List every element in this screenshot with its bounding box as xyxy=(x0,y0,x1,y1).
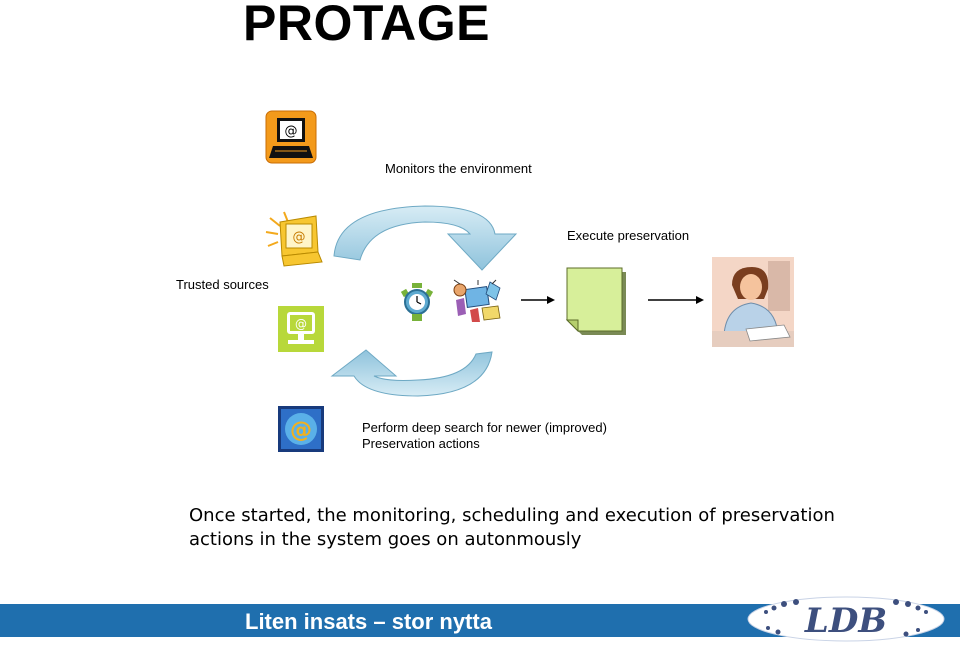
green-monitor-at-icon: @ xyxy=(278,306,324,352)
woman-at-desk-icon xyxy=(712,257,794,347)
logo-text: LDB xyxy=(804,601,887,641)
arrow-right-1-icon xyxy=(521,296,555,304)
trusted-sources-label: Trusted sources xyxy=(176,277,269,292)
search-label-line1: Perform deep search for newer (improved) xyxy=(362,420,607,435)
caption-line1: Once started, the monitoring, scheduling… xyxy=(189,505,835,526)
arrow-right-2-icon xyxy=(648,296,704,304)
ldb-logo-icon: LDB xyxy=(747,596,945,642)
caption: Once started, the monitoring, scheduling… xyxy=(189,504,835,551)
curved-arrow-bottom-icon xyxy=(330,349,493,397)
curved-arrow-top-icon xyxy=(333,205,518,271)
sun-computer-at-icon: @ xyxy=(265,211,323,267)
svg-text:@: @ xyxy=(293,230,306,245)
page-title: PROTAGE xyxy=(243,0,491,51)
monitors-label: Monitors the environment xyxy=(385,161,532,176)
stopwatch-icon xyxy=(400,283,434,321)
computer-at-icon: @ xyxy=(265,110,317,164)
busy-office-icon xyxy=(453,279,501,322)
execute-label: Execute preservation xyxy=(567,228,690,243)
svg-text:@: @ xyxy=(295,317,307,331)
search-label-line2: Preservation actions xyxy=(362,436,480,451)
document-icon xyxy=(566,267,626,335)
footer-tagline: Liten insats – stor nytta xyxy=(245,609,492,634)
svg-text:@: @ xyxy=(290,418,312,443)
svg-text:@: @ xyxy=(285,124,298,139)
caption-line2: actions in the system goes on autonmousl… xyxy=(189,528,582,550)
blue-at-icon: @ xyxy=(278,406,324,452)
